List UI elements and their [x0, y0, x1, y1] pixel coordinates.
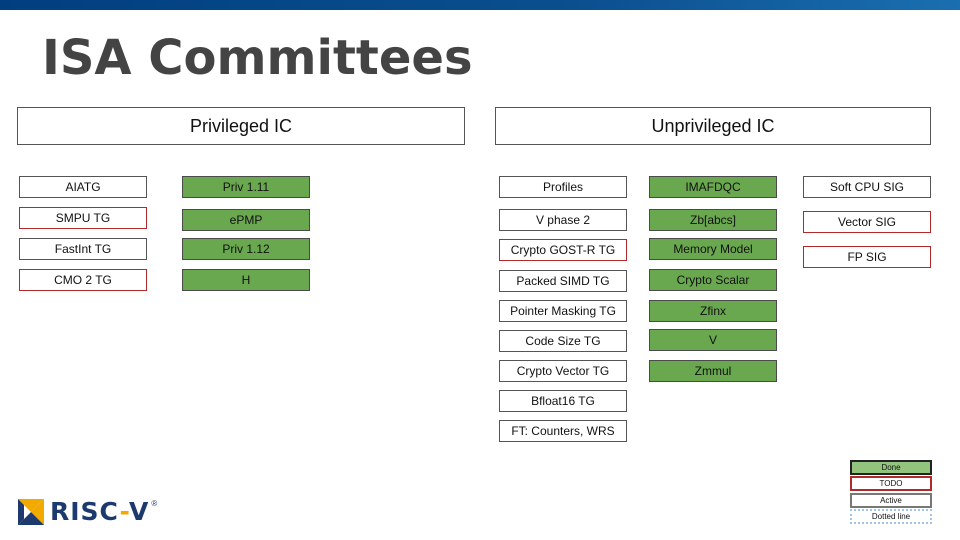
unpriv-col1-item: FT: Counters, WRS [499, 420, 627, 442]
unpriv-col3-item: Soft CPU SIG [803, 176, 931, 198]
legend-dotted-line: Dotted line [850, 509, 932, 524]
priv-col1-item: CMO 2 TG [19, 269, 147, 291]
priv-col1-item: SMPU TG [19, 207, 147, 229]
unpriv-col3-item: FP SIG [803, 246, 931, 268]
privileged-ic-header: Privileged IC [17, 107, 465, 145]
legend-todo: TODO [850, 476, 932, 491]
unpriv-col2-item: Zb[abcs] [649, 209, 777, 231]
top-accent-bar [0, 0, 960, 10]
legend-active: Active [850, 493, 932, 508]
unpriv-col1-item: Pointer Masking TG [499, 300, 627, 322]
legend-done: Done [850, 460, 932, 475]
unpriv-col1-item: Profiles [499, 176, 627, 198]
unpriv-col3-item: Vector SIG [803, 211, 931, 233]
priv-col2-item: Priv 1.12 [182, 238, 310, 260]
logo-text: RISC-V [50, 497, 150, 526]
unpriv-col1-item: Bfloat16 TG [499, 390, 627, 412]
unpriv-col2-item: Zfinx [649, 300, 777, 322]
page-title: ISA Committees [42, 30, 473, 86]
priv-col2-item: H [182, 269, 310, 291]
risc-v-logo: RISC-V ® [18, 497, 157, 526]
unpriv-col2-item: Zmmul [649, 360, 777, 382]
priv-col1-item: AIATG [19, 176, 147, 198]
unprivileged-ic-header: Unprivileged IC [495, 107, 931, 145]
risc-v-logo-icon [18, 498, 44, 525]
unpriv-col1-item: V phase 2 [499, 209, 627, 231]
unpriv-col2-item: IMAFDQC [649, 176, 777, 198]
priv-col2-item: Priv 1.11 [182, 176, 310, 198]
unpriv-col1-item: Code Size TG [499, 330, 627, 352]
unpriv-col2-item: Crypto Scalar [649, 269, 777, 291]
unpriv-col2-item: Memory Model [649, 238, 777, 260]
unpriv-col1-item: Packed SIMD TG [499, 270, 627, 292]
unpriv-col1-item: Crypto Vector TG [499, 360, 627, 382]
priv-col1-item: FastInt TG [19, 238, 147, 260]
priv-col2-item: ePMP [182, 209, 310, 231]
unpriv-col1-item: Crypto GOST-R TG [499, 239, 627, 261]
registered-mark: ® [151, 499, 158, 508]
unpriv-col2-item: V [649, 329, 777, 351]
